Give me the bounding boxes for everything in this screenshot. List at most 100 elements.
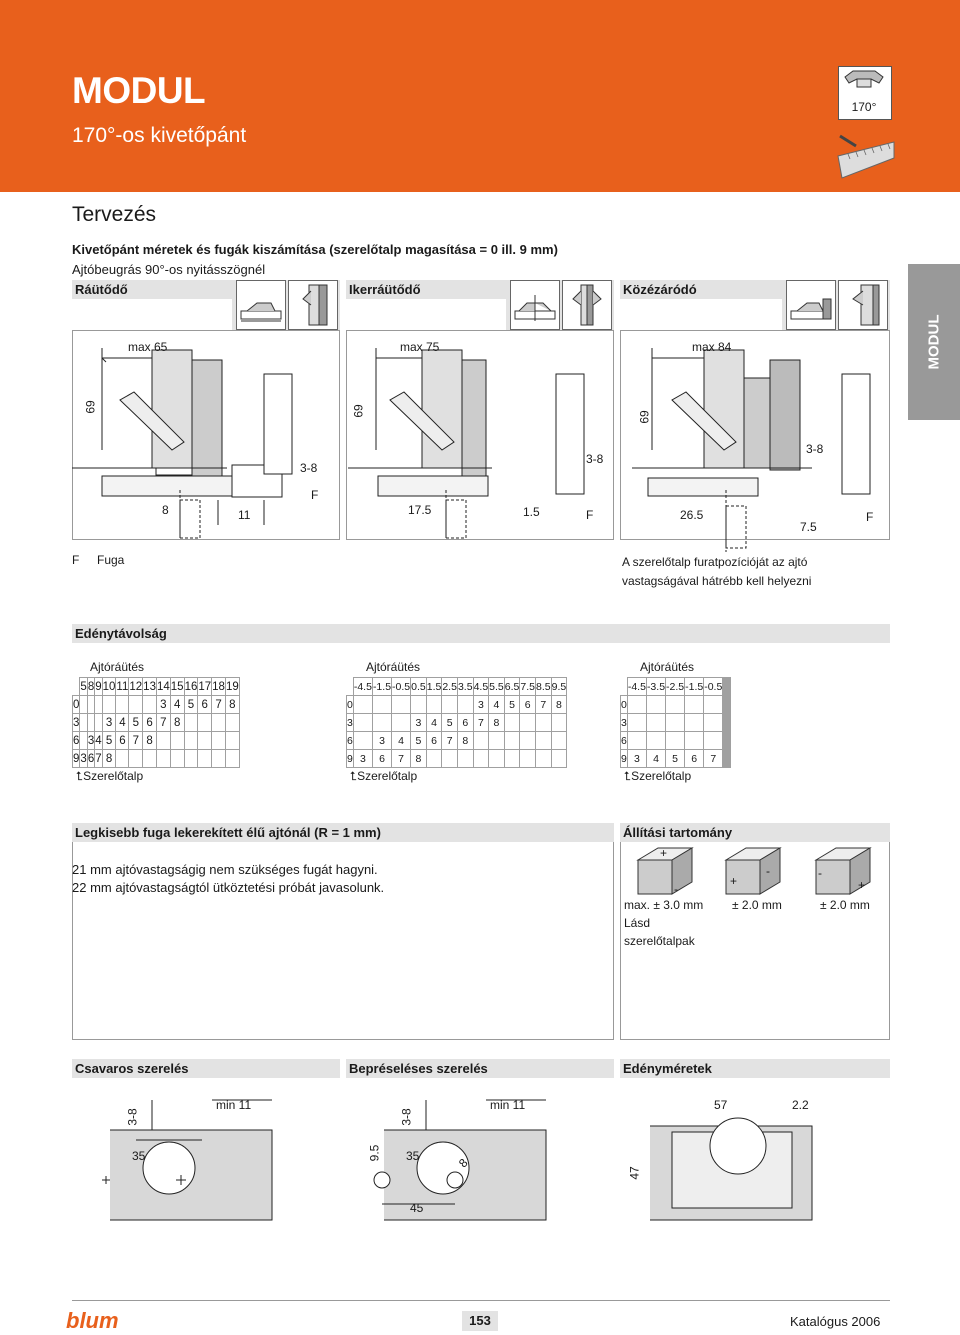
page-subtitle: 170°-os kivetőpánt [72,124,247,147]
edeny-dim-57: 57 [714,1098,728,1112]
page-header [0,0,960,192]
intro-line-2: Ajtóbeugrás 90°-os nyitásszögnél [72,262,266,277]
intro-line-1: Kivetőpánt méretek és fugák kiszámítása … [72,242,558,257]
adjust-sign-1: + [660,846,668,860]
hinge-technical-drawings [72,348,871,552]
table-row: 0 [620,695,732,714]
hinge-angle-icon [838,66,892,120]
ikerraudodo-max: max 75 [400,340,440,354]
raudodo-drawing-panel [72,330,340,540]
kozezarodo-dim-26-5: 26.5 [680,508,704,522]
edeny-dim-2-2: 2.2 [792,1098,809,1112]
bepreseleses-dim-9-5: 9.5 [367,1144,382,1162]
raudodo-gap-range: 3-8 [300,461,318,475]
raudodo-fuga: F [311,488,319,502]
ikerraudodo-drawing-panel [346,330,614,540]
table-3-label: Ajtóráütés [640,660,695,674]
kozezarodo-icons [782,280,890,330]
bepreseleses-title: Bepréseléses szerelés [346,1059,614,1078]
adjust-value-2: ± 2.0 mm [732,898,782,912]
table-1-footer: ⮤Szerelőtalp [76,769,144,783]
kozezarodo-height: 69 [637,410,652,424]
edeny-dim-47: 47 [627,1166,642,1180]
ruler-icon [837,134,895,179]
table-row: 3 [620,713,732,732]
allitas-title: Állítási tartomány [620,823,890,842]
mounting-drawings [102,1099,813,1221]
adjust-sign-2: - [674,882,678,896]
table-1-label: Ajtóráütés [90,660,145,674]
raudodo-dim-8: 8 [162,503,169,517]
fuga-text-2: 22 mm ajtóvastagságtól ütköztetési próbá… [72,880,385,895]
csavaros-title: Csavaros szerelés [72,1059,340,1078]
inset-hinge-side-icon [786,280,836,330]
footer-divider [72,1300,890,1301]
allitas-panel [620,842,890,1040]
brand-logo: blum [66,1308,119,1333]
adjust-note-2: szerelőtalpak [624,934,695,948]
csavaros-dim-min11: min 11 [216,1098,252,1112]
twin-hinge-side-icon [510,280,560,330]
ikerraudodo-icons [506,280,614,330]
kozezarodo-dim-7-5: 7.5 [800,520,817,534]
section-title: Tervezés [72,203,157,226]
fuga-title: Legkisebb fuga lekerekített élű ajtónál … [72,823,614,842]
ikerraudodo-gap-range: 3-8 [586,452,604,466]
raudodo-icons [232,280,340,330]
side-tab [908,264,960,420]
csavaros-dim-3-8: 3-8 [125,1108,140,1126]
raudodo-height: 69 [83,400,98,414]
ikerraudodo-dim-17-5: 17.5 [408,503,432,517]
page-title: MODUL [72,70,206,111]
hinge-angle-label: 170° [851,100,877,114]
adjust-note-1: Lásd [624,916,651,930]
catalog-label: Katalógus 2006 [790,1314,881,1329]
page-number-box [462,1311,498,1331]
adjust-sign-3: + [730,874,738,888]
table-2-footer: ⮤Szerelőtalp [350,769,418,783]
adjust-sign-4: - [766,864,770,878]
adjust-value-3: ± 2.0 mm [820,898,870,912]
fuga-panel [72,842,614,1040]
kozezarodo-max: max 84 [692,340,732,354]
legend-note: A szerelőtalp furatpozícióját az ajtó va… [622,555,812,588]
hinge-side-icon [236,280,286,330]
kozezarodo-fuga: F [866,510,874,524]
table-2-label: Ajtóráütés [366,660,421,674]
raudodo-max: max 65 [128,340,168,354]
edeny-title: Edénytávolság [72,624,890,643]
adjust-value-1: max. ± 3.0 mm [624,898,704,912]
side-tab-label: MODUL [925,314,943,370]
kozezarodo-drawing-panel [620,330,890,540]
bepreseleses-dim-min11: min 11 [490,1098,526,1112]
table-3-footer: ⮤Szerelőtalp [624,769,692,783]
bepreseleses-dim-35: 35 [406,1149,420,1163]
hinge-front-icon [288,280,338,330]
raudodo-dim-11: 11 [238,508,251,522]
page-number: 153 [469,1313,491,1328]
adjust-sign-5: - [818,866,822,880]
csavaros-dim-35: 35 [132,1149,146,1163]
table-row: 6 [620,731,732,750]
bepreseleses-dim-45: 45 [410,1201,424,1215]
adjust-sign-6: + [858,878,866,892]
ikerraudodo-fuga: F [586,508,594,522]
adjustment-icons [636,847,872,895]
fuga-text-1: 21 mm ajtóvastagságig nem szükséges fugá… [72,862,378,877]
twin-hinge-front-icon [562,280,612,330]
edenymeretek-title: Edényméretek [620,1059,890,1078]
legend-fuga: Fuga [97,553,125,567]
legend-f: F [72,553,80,567]
ikerraudodo-dim-1-5: 1.5 [523,505,540,519]
